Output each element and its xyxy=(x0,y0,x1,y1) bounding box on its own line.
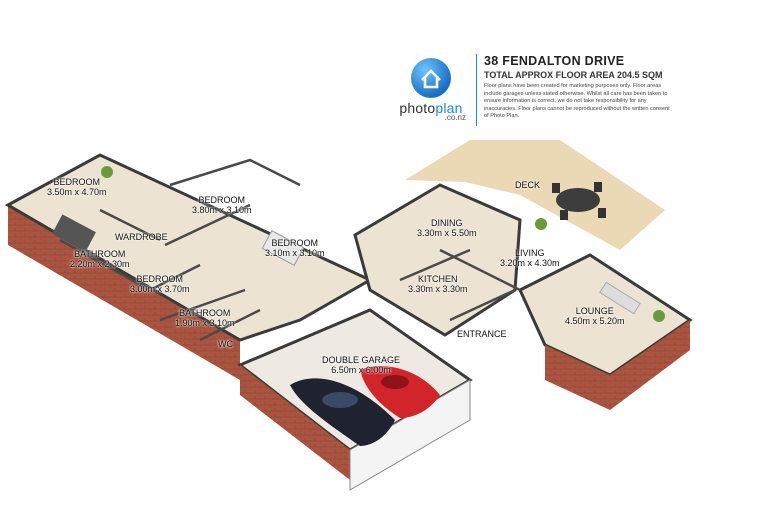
room-name: BEDROOM xyxy=(271,238,319,248)
room-name: BATHROOM xyxy=(179,308,231,318)
logo-name: photoplan xyxy=(392,100,470,116)
dark-car-icon xyxy=(290,378,395,446)
room-name: BEDROOM xyxy=(136,274,184,284)
floor-area: TOTAL APPROX FLOOR AREA 204.5 SQM xyxy=(484,70,663,80)
listing-info: 38 FENDALTON DRIVE TOTAL APPROX FLOOR AR… xyxy=(484,54,674,121)
room-size: 1.90m x 3.10m xyxy=(175,318,235,328)
room-size: 3.30m x 3.30m xyxy=(408,284,468,294)
garage-base xyxy=(240,365,350,480)
room-size: 3.00m x 3.70m xyxy=(130,284,190,294)
room-size: 3.50m x 4.70m xyxy=(47,187,107,197)
room-name: DOUBLE GARAGE xyxy=(322,355,401,365)
logo-domain: .co.nz xyxy=(444,113,466,122)
lounge-base xyxy=(545,345,610,410)
room-name: BATHROOM xyxy=(74,249,126,259)
sofa-icon xyxy=(599,281,641,315)
room-name: DINING xyxy=(431,218,463,228)
center-block-floor xyxy=(353,183,522,337)
property-address: 38 FENDALTON DRIVE xyxy=(484,54,625,68)
room-name: LIVING xyxy=(515,248,545,258)
room-name: WARDROBE xyxy=(115,232,168,242)
lounge-base-side xyxy=(610,320,690,410)
house-icon xyxy=(411,58,451,98)
photoplan-logo: photoplan .co.nz xyxy=(392,58,470,122)
logo-name-part1: photo xyxy=(399,100,436,116)
room-size: 6.50m x 6.00m xyxy=(331,365,391,375)
deck-table-icon xyxy=(552,182,606,220)
room-size: 3.20m x 4.30m xyxy=(500,258,560,268)
bed-icon xyxy=(52,214,96,252)
logo-name-part2: plan xyxy=(435,100,463,116)
bed-icon xyxy=(261,230,305,266)
room-size: 3.80m x 3.10m xyxy=(192,205,252,215)
room-name: KITCHEN xyxy=(418,274,458,284)
room-size: 3.30m x 5.50m xyxy=(417,228,477,238)
header-divider xyxy=(476,54,477,126)
room-size: 3.10m x 3.10m xyxy=(265,248,325,258)
room-label-wc: WC xyxy=(218,339,233,349)
left-wing-base xyxy=(8,205,240,380)
red-car-icon xyxy=(360,366,440,418)
left-wing-floor xyxy=(4,153,374,342)
room-size: 4.50m x 5.20m xyxy=(565,316,625,326)
room-name: DECK xyxy=(515,180,541,190)
room-name: BEDROOM xyxy=(198,195,246,205)
plant-icon xyxy=(653,310,665,322)
room-label-deck: DECK xyxy=(515,180,540,190)
room-size: 2.20m x 2.30m xyxy=(70,259,130,269)
room-name: BEDROOM xyxy=(53,177,101,187)
room-label-entrance: ENTRANCE xyxy=(457,329,507,339)
room-label-wardrobe: WARDROBE xyxy=(115,232,168,242)
room-name: ENTRANCE xyxy=(457,329,507,339)
interior-walls xyxy=(59,158,521,342)
plant-icon xyxy=(101,166,113,178)
disclaimer-text: Floor plans have been created for market… xyxy=(484,83,670,120)
room-name: LOUNGE xyxy=(575,306,614,316)
plant-icon xyxy=(535,218,547,230)
room-name: WC xyxy=(218,339,233,349)
deck-floor xyxy=(405,140,665,250)
